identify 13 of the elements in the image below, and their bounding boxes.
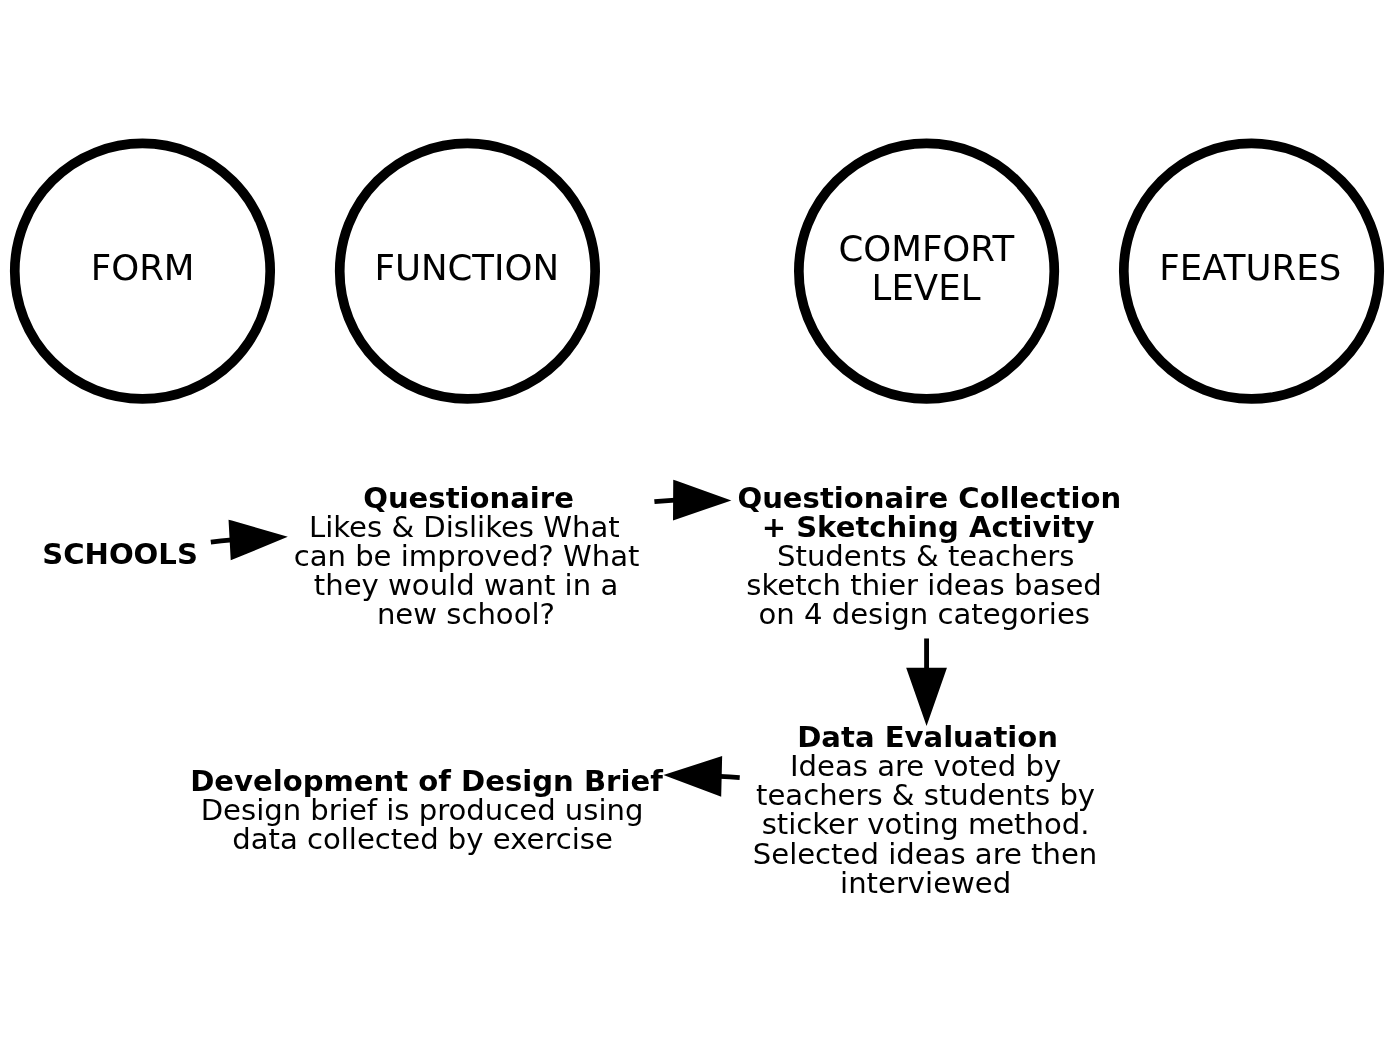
arrow xyxy=(210,519,288,560)
node-circle: FEATURES xyxy=(1118,138,1385,404)
arrow xyxy=(906,637,947,726)
node-text: Questionaire Likes & Dislikes What can be improved? What they would want in a new school? xyxy=(293,480,640,631)
node-circle: COMFORT LEVEL xyxy=(794,138,1060,404)
node-text: SCHOOLS xyxy=(42,536,198,571)
node-circle: FORM xyxy=(9,138,276,404)
node-circle: FUNCTION xyxy=(334,138,600,404)
node-text: Development of Design Brief Design brief is produced using data collected by exercise xyxy=(190,763,663,856)
arrow xyxy=(654,479,732,520)
arrow xyxy=(663,755,740,797)
node-text: Data Evaluation Ideas are voted by teachers & students by sticker voting method. Selected ideas are then interviewed xyxy=(752,719,1098,900)
node-text: Questionaire Collection + Sketching Activity Students & teachers sketch thier ideas based on 4 design categories xyxy=(737,480,1122,631)
